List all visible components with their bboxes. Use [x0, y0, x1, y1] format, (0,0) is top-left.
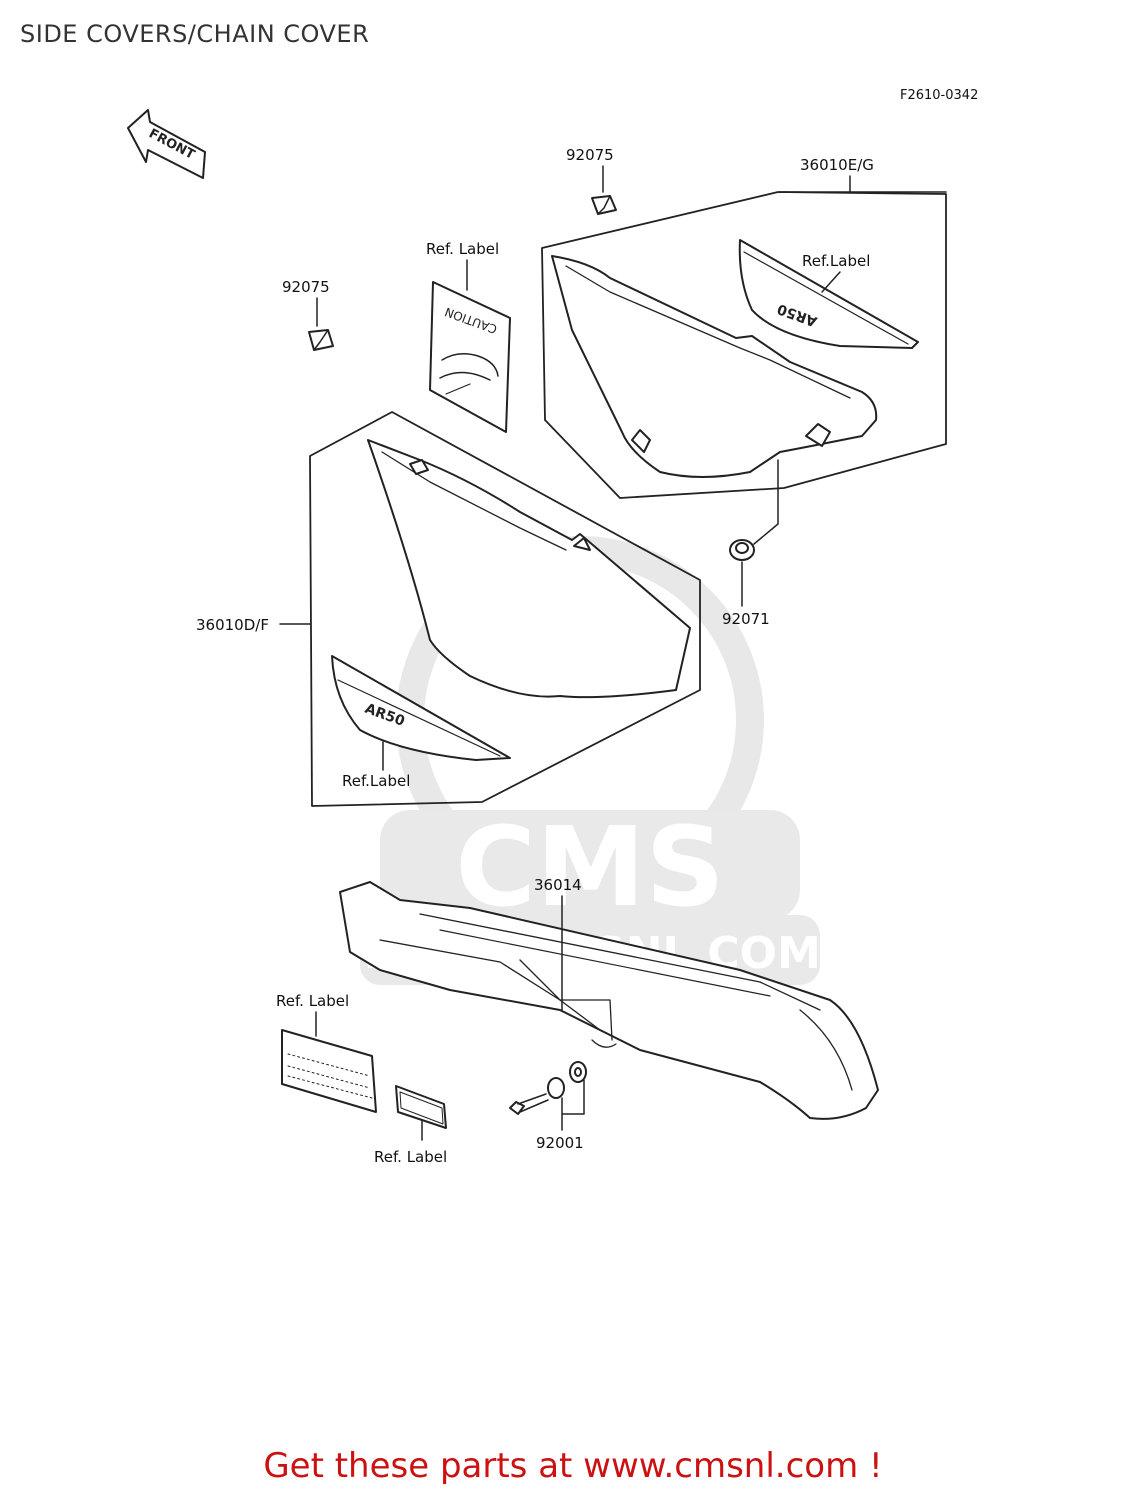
callout-36010DF: 36010D/F [196, 616, 269, 634]
callout-36010EG: 36010E/G [800, 156, 874, 174]
bolt-92001 [509, 1061, 587, 1115]
callout-ref-label-right-cover: Ref.Label [802, 252, 871, 270]
grommet-92071 [729, 539, 755, 561]
leader-ref-label-right [821, 271, 841, 293]
footer-cta-link[interactable]: Get these parts at www.cmsnl.com ! [263, 1446, 883, 1486]
leader-92001 [561, 1079, 585, 1131]
box-36010DF [309, 411, 701, 807]
clip-92075-top [591, 195, 617, 215]
parts-diagram: CAUTION AR50 AR50 FRONT [127, 109, 947, 1141]
callout-92071: 92071 [722, 610, 770, 628]
callout-ref-label-caution: Ref. Label [426, 240, 500, 258]
callout-92075-left: 92075 [282, 278, 330, 296]
right-side-cover [551, 255, 878, 478]
callout-ref-label-left-cover: Ref.Label [342, 772, 411, 790]
watermark-brand: CMS [455, 803, 724, 931]
callout-92001: 92001 [536, 1134, 584, 1152]
chain-cover-36014 [339, 881, 879, 1120]
chain-label-large [281, 1029, 377, 1113]
figure-code: F2610-0342 [900, 88, 979, 103]
left-side-cover [367, 439, 691, 699]
callout-ref-label-chain-2: Ref. Label [374, 1148, 448, 1166]
callout-36014: 36014 [534, 876, 582, 894]
callout-92075-top: 92075 [566, 146, 614, 164]
right-cover-badge [738, 239, 919, 349]
page-title: SIDE COVERS/CHAIN COVER [20, 20, 370, 48]
callout-ref-label-chain-1: Ref. Label [276, 992, 350, 1010]
leader-36010EG [779, 175, 947, 193]
chain-label-small [395, 1085, 447, 1129]
clip-92075-left [308, 329, 334, 351]
front-arrow-icon [127, 109, 206, 179]
leader-92071 [741, 459, 779, 607]
left-cover-badge [331, 655, 511, 761]
caution-decal [429, 281, 511, 433]
